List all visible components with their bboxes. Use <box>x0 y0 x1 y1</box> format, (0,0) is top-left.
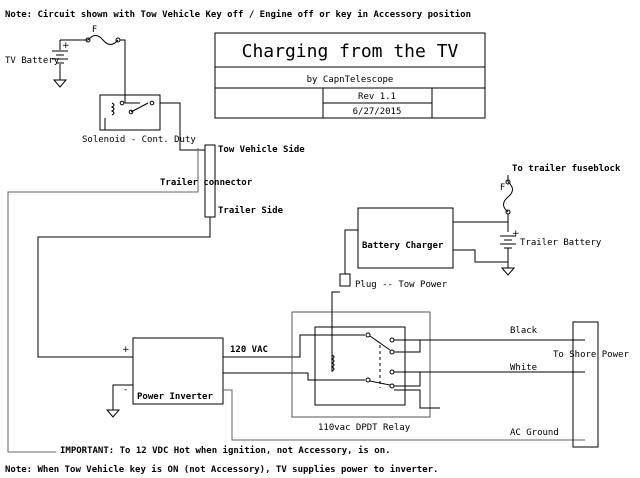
wire-charger-battery-plus <box>453 221 509 232</box>
revision-label: Rev 1.1 <box>358 92 396 102</box>
trailer-battery-label: Trailer Battery <box>520 238 602 248</box>
shore-power-label: To Shore Power <box>553 350 629 360</box>
important-note: IMPORTANT: To 12 VDC Hot when ignition, … <box>60 445 391 456</box>
wire-charger-battery-minus <box>453 249 509 268</box>
solenoid-switch-arm <box>130 102 149 113</box>
trailer-connector-label: Trailer connector <box>160 177 253 188</box>
shore-power-connector <box>572 321 599 448</box>
plug-icon <box>339 273 351 287</box>
solenoid-label: Solenoid - Cont. Duty <box>82 135 196 145</box>
wire-relay-nc-1 <box>394 340 421 353</box>
tv-battery-label: TV Battery <box>5 56 60 66</box>
tow-vehicle-side-label: Tow Vehicle Side <box>218 144 305 155</box>
relay-label: 110vac DPDT Relay <box>318 423 411 433</box>
title-block-border <box>214 32 486 119</box>
ac-ground-label: AC Ground <box>510 428 559 438</box>
trailer-battery: + Trailer Battery <box>500 229 602 249</box>
wire-trailer-inverter-plus <box>37 217 211 358</box>
relay-body <box>314 326 406 406</box>
wire-relay-aux <box>394 389 440 409</box>
solenoid: Solenoid - Cont. Duty <box>82 94 196 145</box>
relay-contact-3 <box>389 349 395 355</box>
relay-contact-4 <box>365 377 371 383</box>
black-wire-label: Black <box>510 326 538 336</box>
power-inverter-label: Power Inverter <box>137 392 213 402</box>
plug-label: Plug -- Tow Power <box>355 280 448 290</box>
inverter-plus-label: + <box>122 345 130 355</box>
relay-contact-1 <box>365 332 371 338</box>
white-wire-label: White <box>510 363 537 373</box>
tv-battery-plus: + <box>62 41 70 51</box>
tv-battery: TV Battery + <box>5 40 70 88</box>
solenoid-coil-icon <box>110 102 115 116</box>
solenoid-contact-b <box>149 100 155 106</box>
vac-120-label: 120 VAC <box>230 345 268 355</box>
wire-charger-plug <box>344 229 358 274</box>
trailer-battery-ground-icon <box>500 267 516 276</box>
trailer-connector: Tow Vehicle Side Trailer connector Trail… <box>160 144 305 218</box>
wire-relay-nc-2 <box>394 372 421 387</box>
wire-120vac-relay-b <box>223 372 365 381</box>
relay-housing <box>291 311 431 418</box>
fuse-left-terminal-a <box>85 37 91 43</box>
tv-battery-ground-icon <box>52 79 68 88</box>
trailer-battery-plus: + <box>512 229 520 239</box>
wire-ac-ground <box>223 389 585 441</box>
wire-solenoid-towside <box>160 102 205 151</box>
relay-switch-arm-1 <box>369 335 391 351</box>
top-note: Note: Circuit shown with Tow Vehicle Key… <box>5 9 471 20</box>
fuse-right-label: F <box>500 183 505 193</box>
wire-inverter-ground <box>112 384 133 410</box>
fuse-left-icon <box>87 35 119 45</box>
bottom-note: Note: When Tow Vehicle key is ON (not Ac… <box>5 464 438 475</box>
date-label: 6/27/2015 <box>353 107 402 117</box>
relay-contact-2 <box>389 337 395 343</box>
fuse-left-label: F <box>92 25 97 35</box>
solenoid-contact-a <box>119 100 125 106</box>
relay-contact-6 <box>389 383 395 389</box>
shore-power: To Shore Power <box>553 321 629 448</box>
author-label: by CapnTelescope <box>307 75 394 85</box>
dpdt-relay: 110vac DPDT Relay <box>291 311 431 433</box>
relay-contact-5 <box>389 369 395 375</box>
to-trailer-fuseblock-label: To trailer fuseblock <box>512 163 621 174</box>
inverter-minus-label: - <box>124 385 127 395</box>
diagram-title: Charging from the TV <box>242 41 459 62</box>
fuse-right-terminal-a <box>505 179 511 185</box>
title-block: Charging from the TV by CapnTelescope Re… <box>214 32 486 119</box>
relay-switch-arm-2 <box>369 380 391 386</box>
battery-charger-box <box>357 207 454 269</box>
power-inverter-box <box>132 337 224 405</box>
wire-relay-coil-plug <box>331 291 340 350</box>
inverter-ground-icon <box>105 409 121 418</box>
wire-ignition-hot <box>7 148 199 453</box>
battery-charger-label: Battery Charger <box>362 241 444 251</box>
solenoid-contact-c <box>128 109 134 115</box>
power-inverter: + - Power Inverter <box>122 337 224 405</box>
trailer-side-label: Trailer Side <box>218 205 284 216</box>
wire-fuse-solenoid <box>120 39 140 104</box>
fuse-right-icon <box>503 181 513 213</box>
solenoid-box <box>99 94 161 131</box>
battery-charger: Battery Charger <box>357 207 454 269</box>
